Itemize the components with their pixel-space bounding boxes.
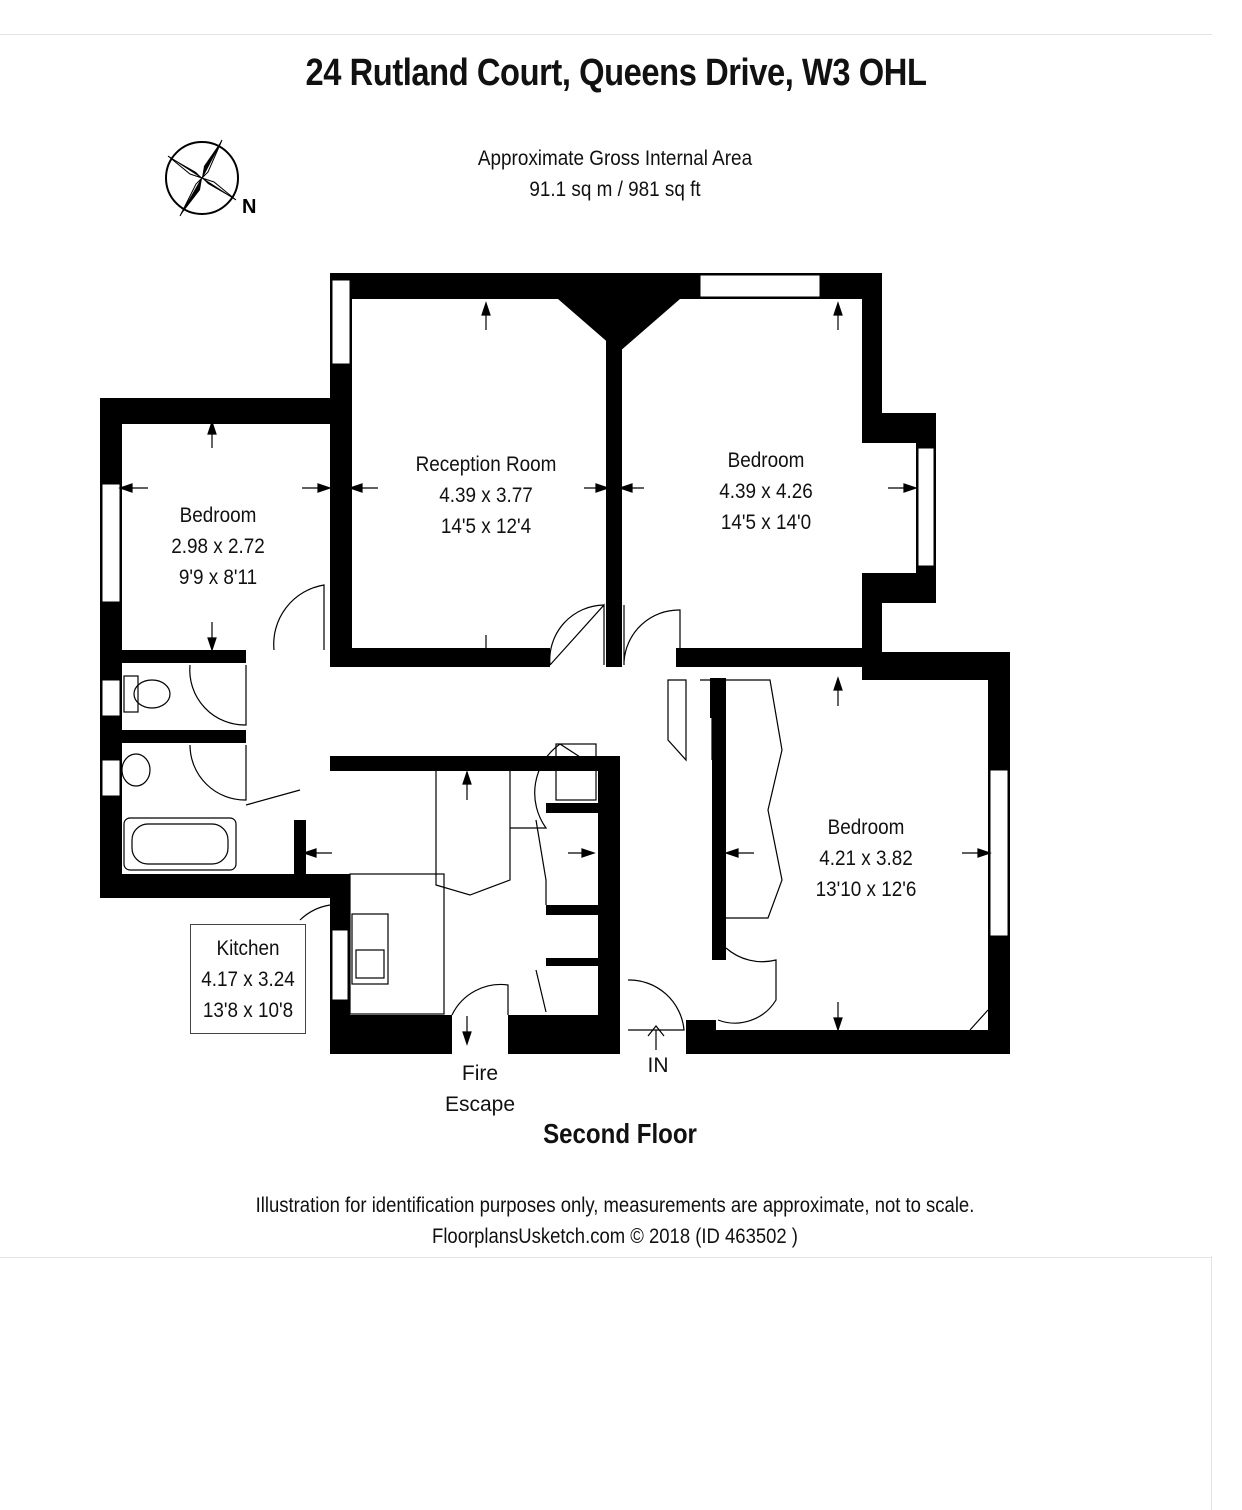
compass-icon (165, 139, 239, 217)
room-name: Kitchen (216, 937, 280, 960)
gross-area-value: 91.1 sq m / 981 sq ft (529, 178, 701, 201)
room-kitchen: Kitchen 4.17 x 3.24 13'8 x 10'8 (197, 933, 300, 1026)
room-metric: 4.39 x 3.77 (439, 484, 533, 507)
walls (100, 273, 1010, 1054)
room-name: Bedroom (179, 504, 257, 527)
room-bedroom-right: Bedroom 4.39 x 4.26 14'5 x 14'0 (694, 445, 838, 538)
fire-escape-line2: Escape (444, 1093, 516, 1116)
gross-area-label: Approximate Gross Internal Area (477, 147, 753, 170)
page-title: 24 Rutland Court, Queens Drive, W3 OHL (305, 52, 927, 94)
floor-label: Second Floor (543, 1118, 697, 1149)
fixtures (121, 675, 989, 1031)
kitchen-label-box: Kitchen 4.17 x 3.24 13'8 x 10'8 (190, 924, 306, 1034)
room-imperial: 14'5 x 14'0 (720, 511, 812, 534)
dimension-arrows (118, 301, 992, 1050)
room-imperial: 13'8 x 10'8 (202, 999, 294, 1022)
plan-sheet (0, 34, 1212, 1258)
room-imperial: 13'10 x 12'6 (815, 878, 917, 901)
room-bedroom-large: Bedroom 4.21 x 3.82 13'10 x 12'6 (794, 812, 938, 905)
door-swings (189, 584, 777, 1031)
room-reception: Reception Room 4.39 x 3.77 14'5 x 12'4 (405, 449, 567, 542)
fire-escape-label: Fire Escape (430, 1058, 530, 1120)
room-metric: 4.39 x 4.26 (719, 480, 813, 503)
compass-north-label: N (242, 196, 256, 218)
room-metric: 2.98 x 2.72 (171, 535, 265, 558)
disclaimer-line2: FloorplansUsketch.com © 2018 (ID 463502 … (432, 1225, 798, 1248)
room-name: Bedroom (827, 816, 905, 839)
room-bedroom-small: Bedroom 2.98 x 2.72 9'9 x 8'11 (148, 500, 288, 593)
room-name: Reception Room (415, 453, 557, 476)
fire-escape-line1: Fire (461, 1062, 499, 1085)
gross-area: Approximate Gross Internal Area 91.1 sq … (449, 143, 782, 205)
room-name: Bedroom (727, 449, 805, 472)
room-imperial: 14'5 x 12'4 (440, 515, 532, 538)
disclaimer: Illustration for identification purposes… (232, 1190, 998, 1252)
disclaimer-line1: Illustration for identification purposes… (255, 1194, 975, 1217)
room-imperial: 9'9 x 8'11 (178, 566, 258, 589)
divider-line (1211, 1256, 1212, 1510)
room-metric: 4.21 x 3.82 (819, 847, 913, 870)
room-metric: 4.17 x 3.24 (201, 968, 295, 991)
entrance-label: IN (647, 1054, 669, 1077)
windows (101, 274, 1009, 1001)
entrance-arrow-icon (647, 1025, 665, 1037)
